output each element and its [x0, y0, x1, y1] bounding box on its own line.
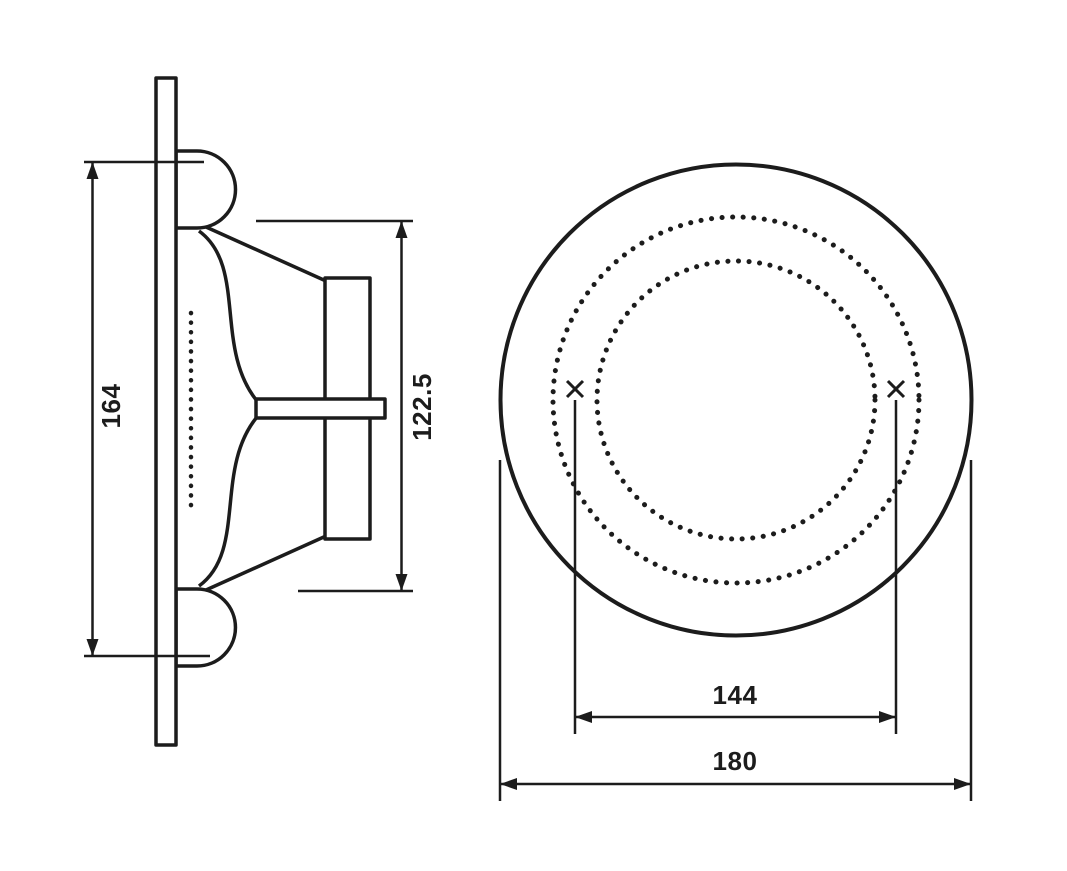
bottom-mounting-lobe — [174, 587, 238, 668]
front-flange-plate — [154, 76, 178, 747]
dim180-label: 180 — [713, 746, 758, 776]
dim122-label: 122.5 — [407, 373, 437, 441]
cutout-dotted-circle — [550, 214, 922, 586]
side-view-dimensions — [84, 160, 413, 658]
side-view — [154, 76, 387, 747]
front-view — [498, 162, 974, 638]
pole-terminal-bar — [254, 397, 387, 420]
dim144-label: 144 — [713, 680, 758, 710]
cone-bottom-profile — [197, 415, 259, 588]
outer-flange-circle — [498, 162, 974, 638]
basket-bottom-edge — [205, 534, 327, 592]
basket-top-edge — [205, 225, 327, 283]
front-view-dimensions — [498, 400, 973, 801]
right-cross-stroke-2 — [886, 379, 906, 399]
dim164-label: 164 — [96, 384, 126, 429]
right-screw-cross-icon — [886, 379, 906, 399]
left-screw-cross-icon — [565, 379, 585, 399]
cone-top-profile — [197, 229, 259, 403]
left-cross-stroke-2 — [565, 379, 585, 399]
inner-dotted-circle — [594, 258, 878, 542]
